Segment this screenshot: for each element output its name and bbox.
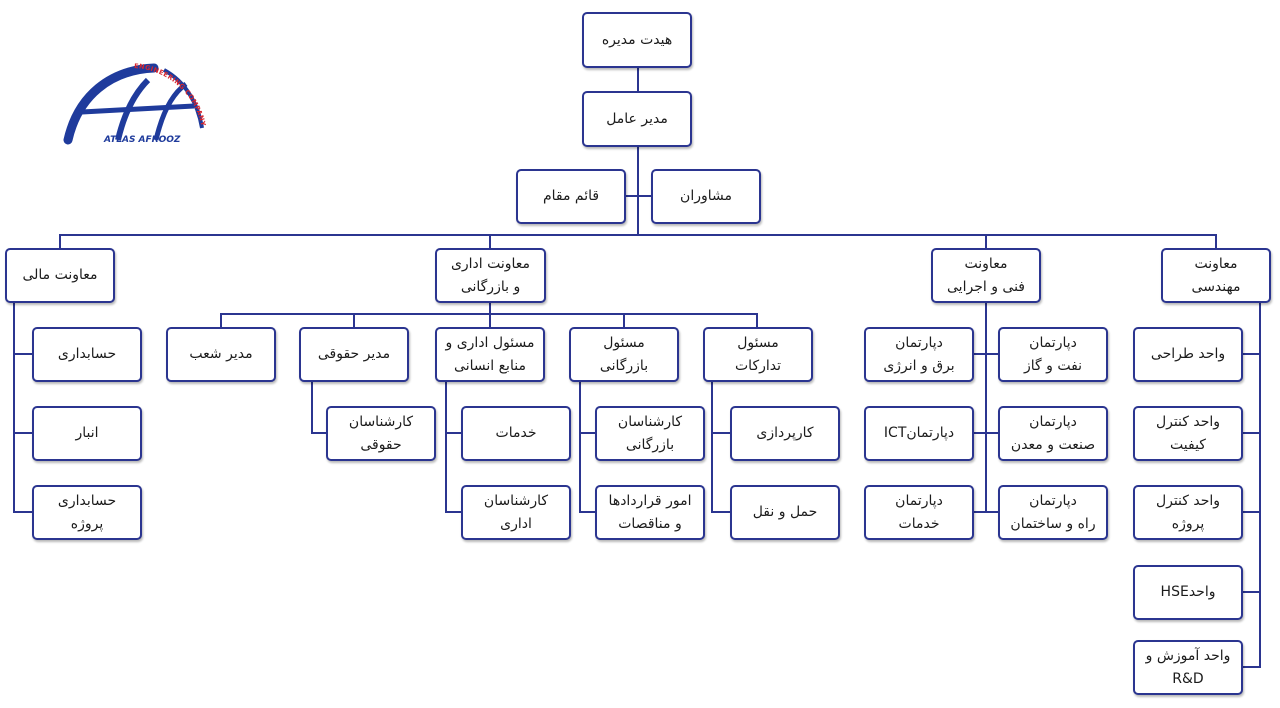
node-contracts-tenders: امور قراردادها و مناقصات [595,485,705,540]
node-engineering-vp: معاونت مهندسی [1161,248,1271,303]
node-design-unit: واحد طراحی [1133,327,1243,382]
node-hse-unit: واحدHSE [1133,565,1243,620]
node-transport: حمل و نقل [730,485,840,540]
node-services: خدمات [461,406,571,461]
node-finance-vp: معاونت مالی [5,248,115,303]
node-commerce-experts: کارشناسان بازرگانی [595,406,705,461]
node-ict-dept: دپارتمانICT [864,406,974,461]
node-ceo: مدیر عامل [582,91,692,147]
node-admin-commerce-vp: معاونت اداری و بازرگانی [435,248,546,303]
node-commerce-officer: مسئول بازرگانی [569,327,679,382]
node-quality-control-unit: واحد کنترل کیفیت [1133,406,1243,461]
node-project-control-unit: واحد کنترل پروژه [1133,485,1243,540]
node-accounting: حسابداری [32,327,142,382]
node-power-energy-dept: دپارتمان برق و انرژی [864,327,974,382]
node-deputy-ceo: قائم مقام [516,169,626,224]
node-road-building-dept: دپارتمان راه و ساختمان [998,485,1108,540]
node-oil-gas-dept: دپارتمان نفت و گاز [998,327,1108,382]
node-project-accounting: حسابداری پروژه [32,485,142,540]
node-purchasing: کارپردازی [730,406,840,461]
node-advisors: مشاوران [651,169,761,224]
node-legal-manager: مدیر حقوقی [299,327,409,382]
atlas-afrooz-logo: ENGINEERING COMPANY ATLAS AFROOZ [63,62,207,145]
node-hr-officer: مسئول اداری و منابع انسانی [435,327,545,382]
node-procurement-officer: مسئول تدارکات [703,327,813,382]
node-admin-experts: کارشناسان اداری [461,485,571,540]
node-warehouse: انبار [32,406,142,461]
node-board-of-directors: هیدت مدیره [582,12,692,68]
node-services-dept: دپارتمان خدمات [864,485,974,540]
logo-bottom-text: ATLAS AFROOZ [103,135,181,145]
node-legal-experts: کارشناسان حقوقی [326,406,436,461]
node-training-rd-unit: واحد آموزش و R&D [1133,640,1243,695]
node-branch-manager: مدیر شعب [166,327,276,382]
node-industry-mine-dept: دپارتمان صنعت و معدن [998,406,1108,461]
node-technical-vp: معاونت فنی و اجرایی [931,248,1041,303]
